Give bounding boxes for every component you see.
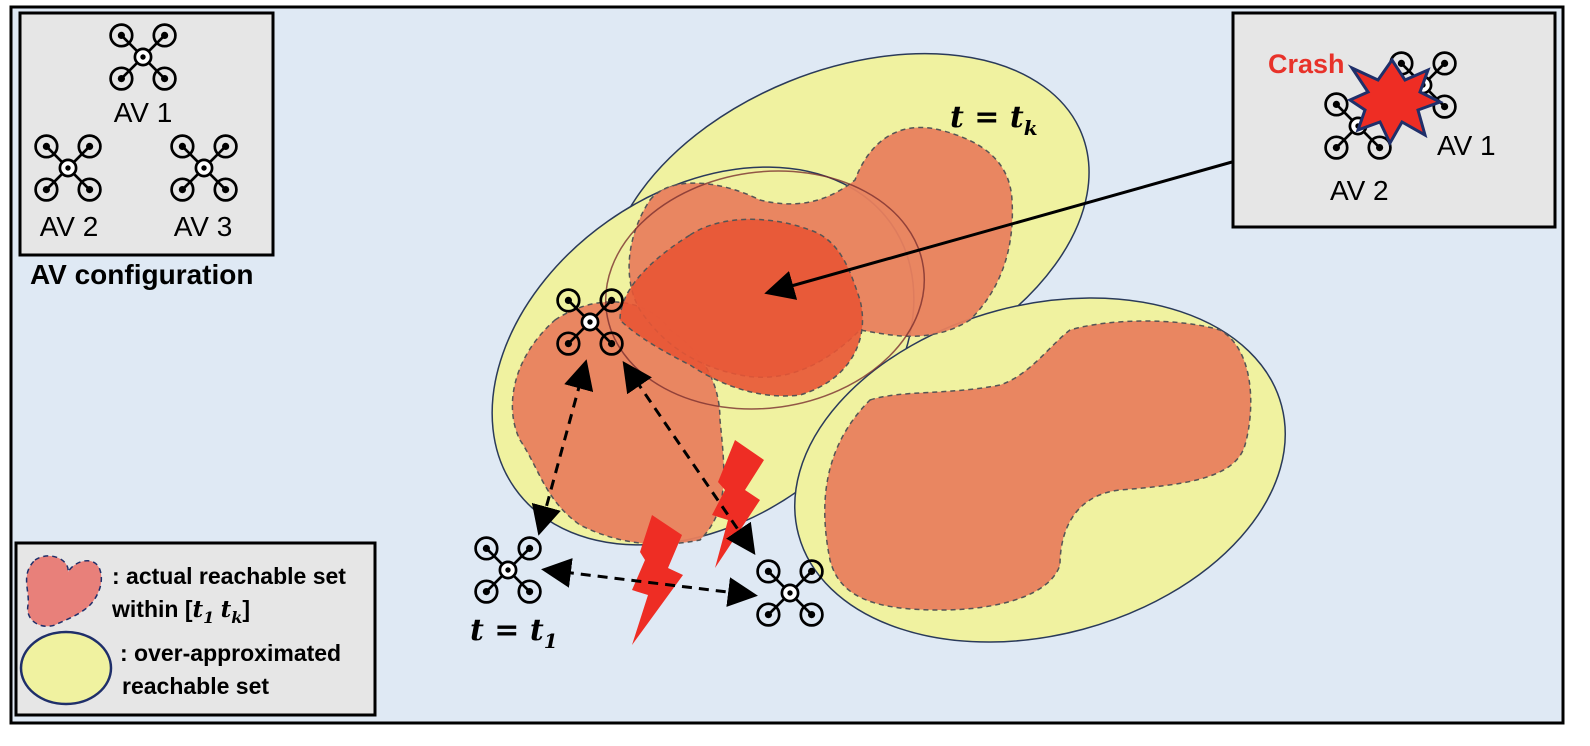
crash-pointer-line [764,160,1233,300]
crash-av2-label: AV 2 [1330,175,1389,206]
time-label-t1: t = t1 [470,613,558,653]
link-arrow [622,361,756,555]
legend-over-approx-swatch [19,630,113,706]
config-box-title: AV configuration [30,259,253,290]
crash-label: Crash [1268,49,1345,79]
legend-actual-line1: : actual reachable set [112,563,346,589]
config-av2-label: AV 2 [40,211,99,242]
legend-over-line1: : over-approximated [120,640,341,666]
crash-av1-label: AV 1 [1437,130,1496,161]
config-av1-label: AV 1 [114,97,173,128]
over-approx-outline [604,170,926,410]
legend-over-line2: reachable set [122,673,269,699]
time-label-tk: t = tk [950,100,1038,140]
link-arrow [531,359,594,536]
config-av3-label: AV 3 [174,211,233,242]
overlap-region [619,218,864,397]
legend-actual-swatch [25,555,102,627]
link-arrow [541,558,758,607]
actual-set-right [824,320,1252,611]
explosion-icon [1346,57,1444,147]
legend-actual-line2: within [t1 tk] [111,596,250,627]
